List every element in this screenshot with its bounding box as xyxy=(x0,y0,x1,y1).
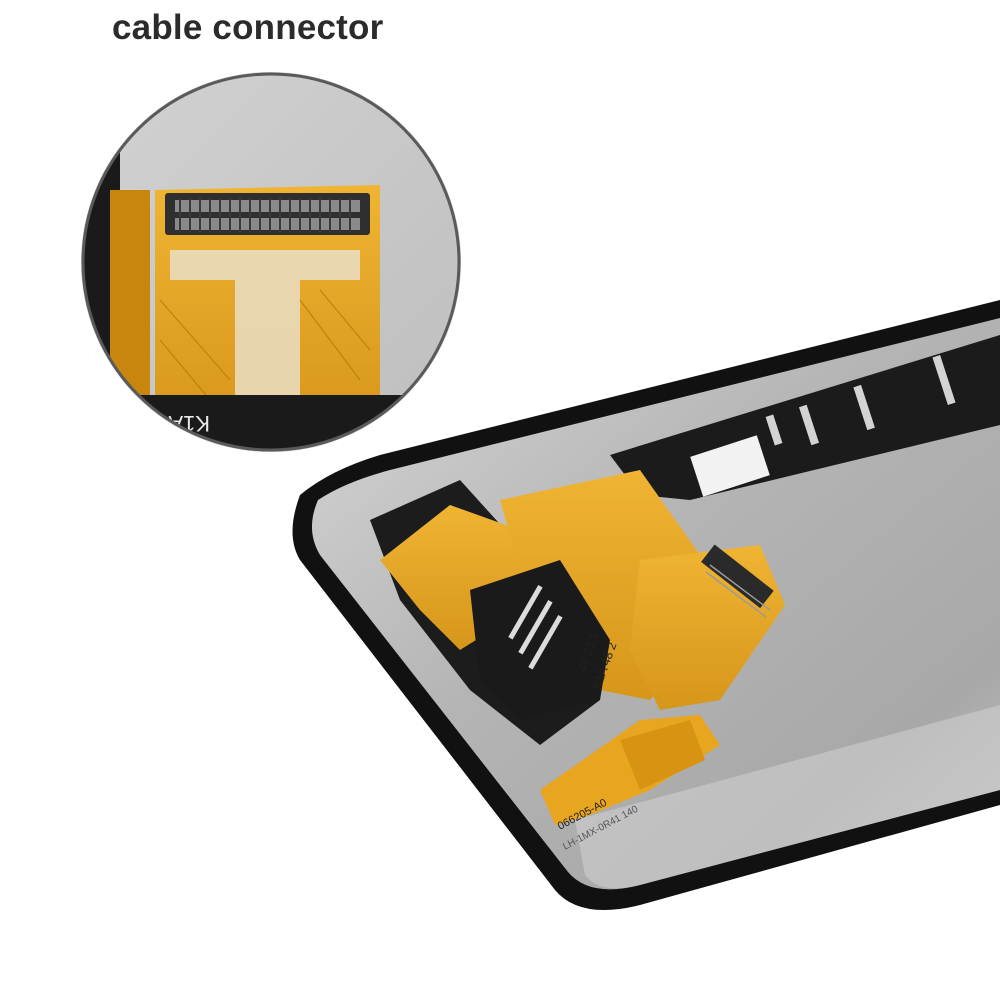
zoom-inset: K1A 48 2 xyxy=(81,72,461,452)
page-title: cable connector xyxy=(112,8,384,47)
qr-code-label xyxy=(690,435,770,497)
flex-cable xyxy=(380,470,785,825)
zoom-flex-text: K1A 48 2 xyxy=(121,411,210,436)
flex-connector xyxy=(701,544,774,609)
